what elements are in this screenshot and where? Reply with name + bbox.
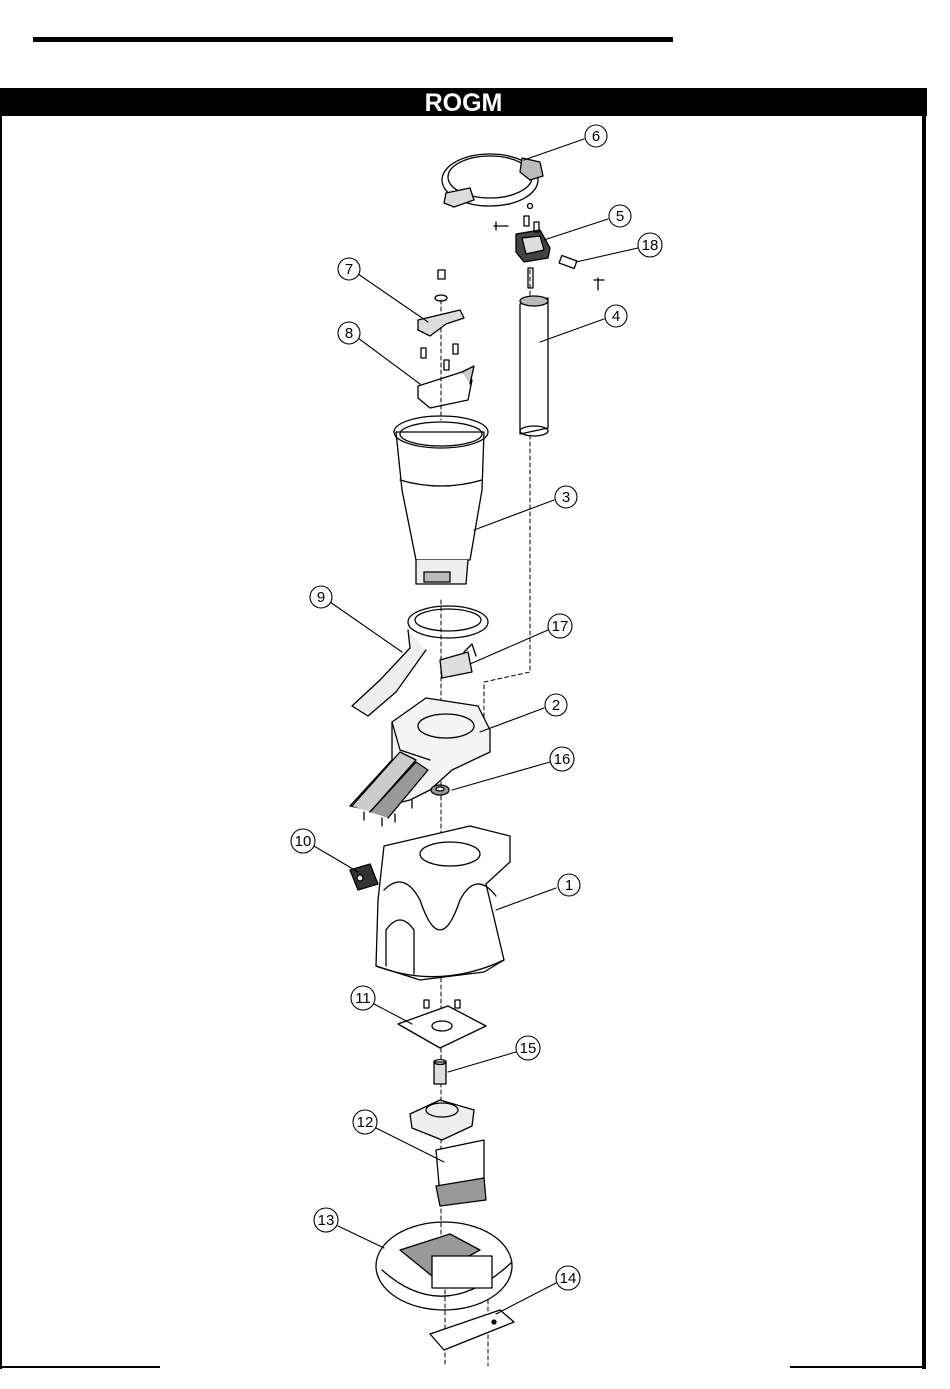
callout-17: 17 (470, 614, 572, 664)
callout-2: 2 (480, 694, 567, 732)
callout-1: 1 (496, 874, 580, 910)
svg-text:6: 6 (592, 128, 600, 145)
part-2-grinder-top-housing (350, 698, 490, 826)
part-1-base-housing (376, 826, 510, 980)
svg-text:2: 2 (552, 697, 560, 714)
callout-6: 6 (524, 125, 607, 160)
part-13-base-plate (376, 1222, 512, 1310)
svg-text:1: 1 (565, 877, 573, 894)
part-6-hopper-lid (442, 154, 543, 207)
part-14-cover-plate (430, 1310, 514, 1350)
callout-11: 11 (351, 986, 412, 1024)
svg-text:18: 18 (642, 237, 659, 254)
callout-5: 5 (544, 205, 631, 240)
svg-text:3: 3 (562, 489, 570, 506)
part-3-hopper (394, 416, 488, 584)
svg-text:4: 4 (612, 308, 620, 325)
svg-text:5: 5 (616, 208, 624, 225)
part-12-motor (410, 1100, 486, 1206)
part-10-switch (350, 864, 378, 890)
svg-text:14: 14 (560, 1270, 577, 1287)
svg-text:11: 11 (355, 990, 371, 1007)
callout-18: 18 (576, 233, 662, 262)
svg-text:17: 17 (552, 618, 569, 635)
part-4-support-tube (520, 296, 548, 436)
svg-text:8: 8 (345, 325, 353, 342)
svg-text:16: 16 (554, 751, 571, 768)
svg-text:13: 13 (318, 1212, 335, 1229)
part-5-hinge-bracket (494, 204, 550, 289)
svg-text:10: 10 (295, 833, 312, 850)
callout-9: 9 (310, 586, 402, 652)
svg-text:7: 7 (345, 261, 353, 278)
part-8-plate (418, 344, 474, 408)
svg-text:9: 9 (317, 589, 325, 606)
svg-text:12: 12 (357, 1114, 374, 1131)
callout-10: 10 (291, 829, 358, 872)
part-17-lever (440, 644, 476, 678)
callout-13: 13 (314, 1208, 384, 1248)
callout-8: 8 (338, 322, 420, 384)
part-16-washer (431, 785, 449, 795)
svg-text:15: 15 (520, 1040, 537, 1057)
callout-4: 4 (540, 305, 627, 342)
callout-3: 3 (474, 486, 577, 530)
callout-14: 14 (496, 1266, 580, 1314)
callout-7: 7 (338, 258, 428, 322)
part-15-coupler (434, 1060, 446, 1085)
callout-15: 15 (448, 1036, 540, 1072)
